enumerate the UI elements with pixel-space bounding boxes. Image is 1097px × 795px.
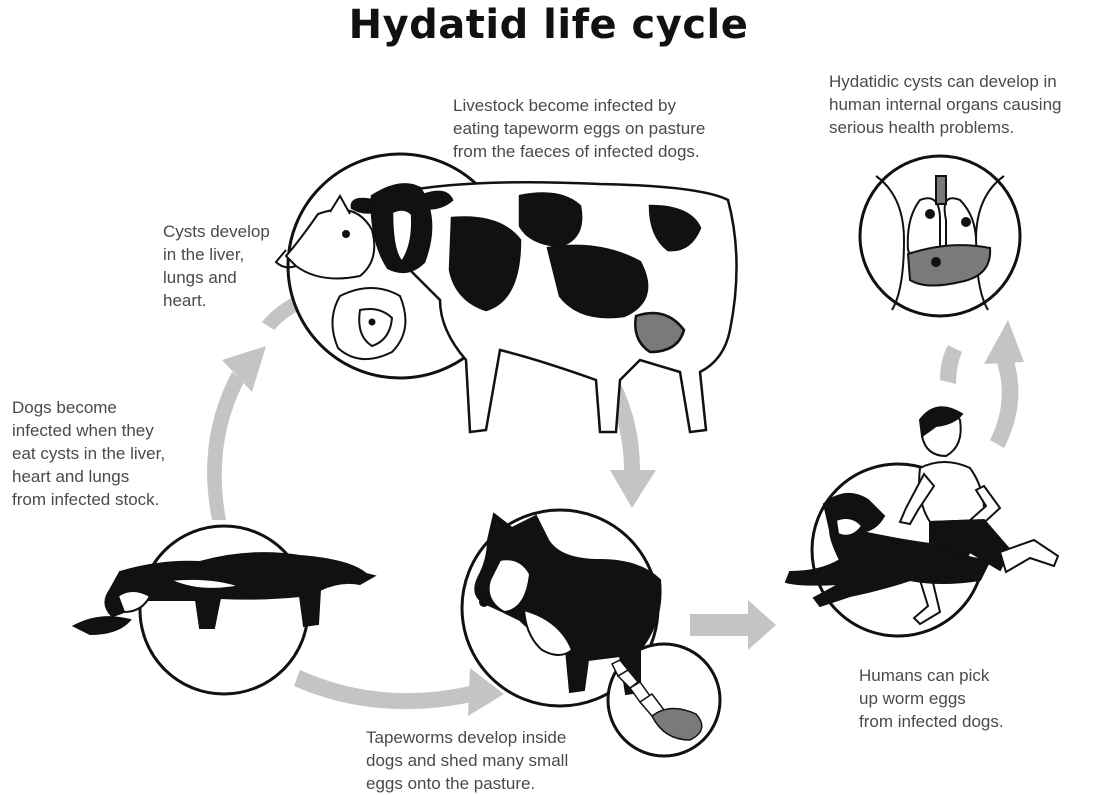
- cow-ear: [352, 199, 374, 213]
- arrow-left-arc: [207, 372, 244, 520]
- arrow-human-up: [990, 354, 1018, 448]
- offal: [74, 617, 130, 634]
- arrow-human-down: [940, 345, 962, 384]
- arrow-bottom-arc: [294, 670, 472, 709]
- arrow-to-humans-head: [748, 600, 776, 650]
- human-leg: [1000, 540, 1058, 572]
- cyst: [932, 258, 940, 266]
- cyst: [962, 218, 970, 226]
- trachea: [936, 176, 946, 204]
- arrow-human-up-head: [984, 320, 1024, 364]
- sheep-illustration: [332, 288, 405, 359]
- infected-dog-circle: [140, 526, 308, 694]
- arrow-to-humans-shaft: [690, 614, 750, 636]
- arrow-right-head: [610, 470, 656, 508]
- cyst: [926, 210, 934, 218]
